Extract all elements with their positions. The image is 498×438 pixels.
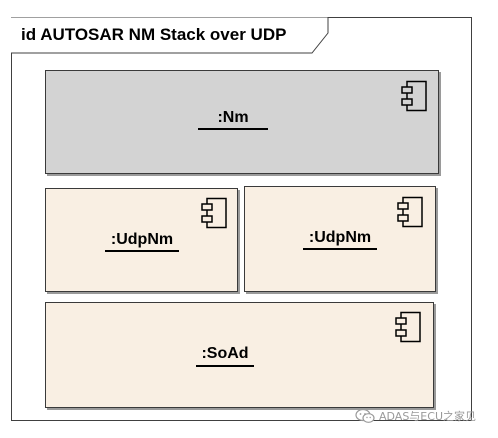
component-nm[interactable] (45, 70, 439, 174)
component-udpnm-right-label: :UdpNm (308, 229, 372, 246)
component-udpnm-left-label: :UdpNm (110, 231, 174, 248)
uml-component-icon (395, 311, 421, 343)
diagram-title: id AUTOSAR NM Stack over UDP (21, 25, 287, 44)
watermark: ADAS与ECU之家见 (355, 408, 476, 424)
uml-component-icon (401, 80, 427, 112)
component-nm-underline (198, 128, 268, 130)
component-udpnm-left-underline (105, 250, 179, 252)
component-soad[interactable] (45, 302, 434, 408)
component-soad-label: :SoAd (201, 345, 249, 362)
component-nm-label: :Nm (217, 109, 249, 126)
component-soad-underline (196, 365, 254, 367)
watermark-text: ADAS与ECU之家见 (379, 410, 476, 423)
uml-component-icon (397, 196, 423, 228)
wechat-icon (355, 408, 375, 423)
uml-component-icon (201, 197, 227, 229)
component-udpnm-right-underline (303, 248, 377, 250)
frame-title-tab (11, 17, 329, 54)
